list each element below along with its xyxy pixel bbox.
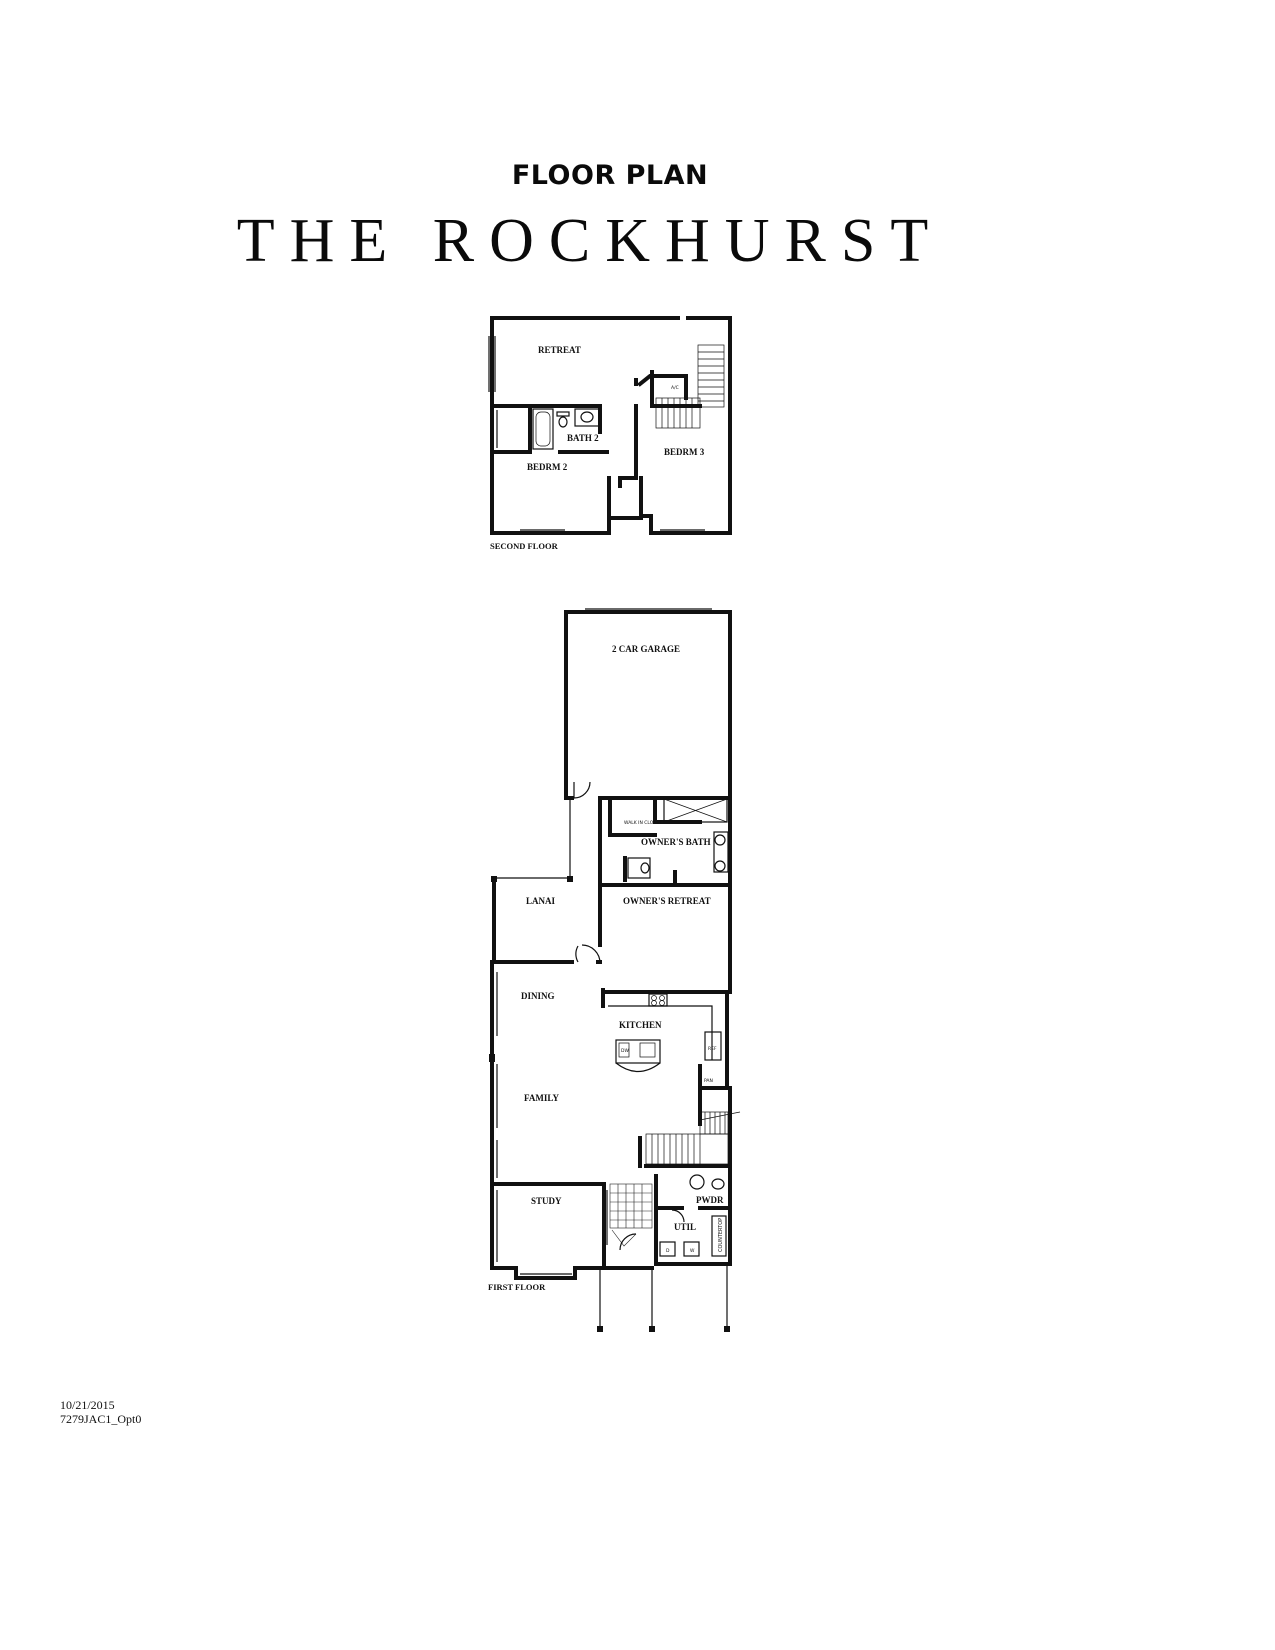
first-floor-label-dw: DW <box>621 1048 629 1054</box>
first-floor-label-owners-bath: OWNER'S BATH <box>641 837 711 847</box>
first-floor-label-kitchen: KITCHEN <box>619 1020 662 1030</box>
first-floor-label-util: UTIL <box>674 1222 696 1232</box>
first-floor-label-family: FAMILY <box>524 1093 560 1103</box>
first-floor-label-walk-in-closet: WALK IN CLOSET <box>624 820 662 826</box>
first-floor-label-pan: PAN <box>704 1078 713 1084</box>
plan-code: 7279JAC1_Opt0 <box>60 1412 142 1426</box>
second-floor-label-bedrm2: BEDRM 2 <box>527 462 568 472</box>
plan-title: THE ROCKHURST <box>236 207 944 275</box>
second-floor-label-ac: A/C <box>671 385 679 391</box>
first-floor-plan: 2 CAR GARAGE WALK IN CLOSET OWNER'S BATH… <box>488 608 741 1332</box>
second-floor-caption: SECOND FLOOR <box>490 541 559 551</box>
second-floor-label-retreat: RETREAT <box>538 345 581 355</box>
first-floor-label-garage: 2 CAR GARAGE <box>612 644 680 654</box>
first-floor-label-owners-retreat: OWNER'S RETREAT <box>623 896 711 906</box>
document-footer: 10/21/2015 7279JAC1_Opt0 <box>60 1398 141 1426</box>
first-floor-label-w: W <box>690 1248 695 1254</box>
second-floor-plan: RETREAT BATH 2 BEDRM 2 BEDRM 3 A/C SECON… <box>488 316 732 551</box>
first-floor-label-dining: DINING <box>521 991 555 1001</box>
floor-plan-heading: FLOOR PLAN <box>511 160 709 191</box>
first-floor-caption: FIRST FLOOR <box>488 1282 546 1292</box>
second-floor-label-bath2: BATH 2 <box>567 433 599 443</box>
second-floor-label-bedrm3: BEDRM 3 <box>664 447 705 457</box>
first-floor-label-ref: REF <box>708 1046 717 1052</box>
first-floor-label-pwdr: PWDR <box>696 1195 724 1205</box>
plan-date: 10/21/2015 <box>60 1398 115 1412</box>
first-floor-label-lanai: LANAI <box>526 896 556 906</box>
first-floor-label-study: STUDY <box>531 1196 562 1206</box>
first-floor-label-d: D <box>666 1248 670 1254</box>
first-floor-label-countertop: COUNTERTOP <box>718 1218 724 1252</box>
